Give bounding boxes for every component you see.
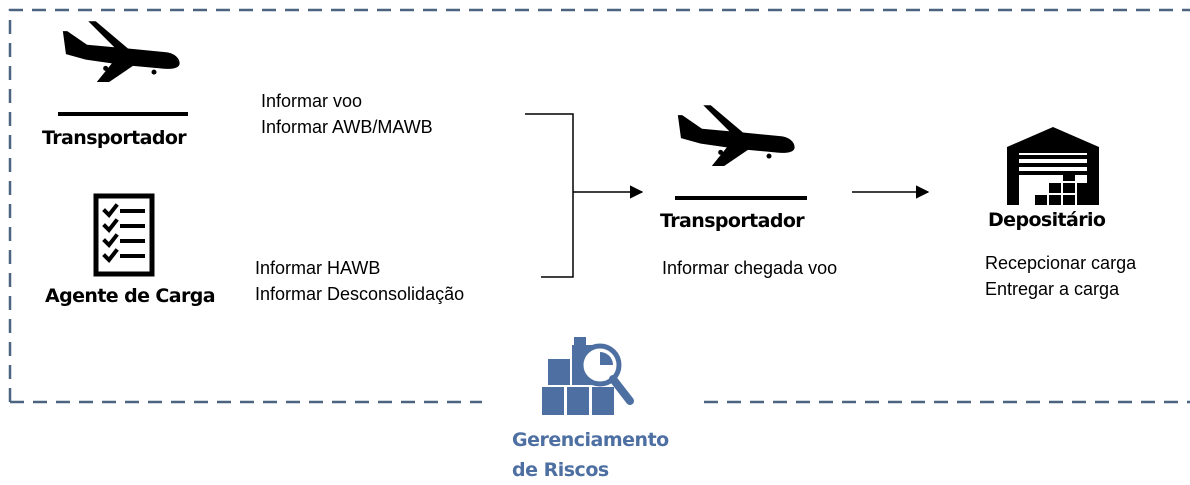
checklist-icon [93,193,155,277]
task-item: Informar AWB/MAWB [261,117,433,137]
task-item: Recepcionar carga [985,253,1137,273]
task-item: Informar chegada voo [662,258,838,278]
task-item: Entregar a carga [985,279,1120,299]
runway-line [58,112,188,116]
plane-landing-icon [62,21,180,82]
dashed-boundary [8,8,1190,404]
risk-title-line-2: de Riscos [512,459,609,481]
actor-title: Transportador [42,127,187,149]
actor-agente-de-carga: Agente de Carga [40,193,240,313]
plane-landing-icon [677,105,795,166]
warehouse-icon [1007,127,1099,205]
task-list-transportador-1: Informar voo Informar AWB/MAWB [261,88,433,140]
actor-transportador-1: Transportador [40,20,210,150]
task-item: Informar Desconsolidação [255,284,465,304]
task-list-agente-de-carga: Informar HAWB Informar Desconsolidação [255,255,464,307]
actor-title: Transportador [660,210,805,232]
runway-line [675,196,807,200]
actor-title: Depositário [988,209,1106,231]
actor-title: Agente de Carga [45,285,216,307]
task-list-depositario: Recepcionar carga Entregar a carga [985,250,1136,302]
risk-title: Gerenciamento de Riscos [512,425,669,485]
task-item: Informar voo [261,91,363,111]
boxes-magnifier-icon [542,337,634,415]
task-item: Informar HAWB [255,258,381,278]
task-list-transportador-2: Informar chegada voo [662,255,837,281]
bracket-connector [525,113,574,278]
risk-management: Gerenciamento de Riscos [505,335,705,481]
actor-depositario: Depositário [985,125,1165,235]
actor-transportador-2: Transportador [655,100,855,240]
risk-title-line-1: Gerenciamento [512,429,669,451]
